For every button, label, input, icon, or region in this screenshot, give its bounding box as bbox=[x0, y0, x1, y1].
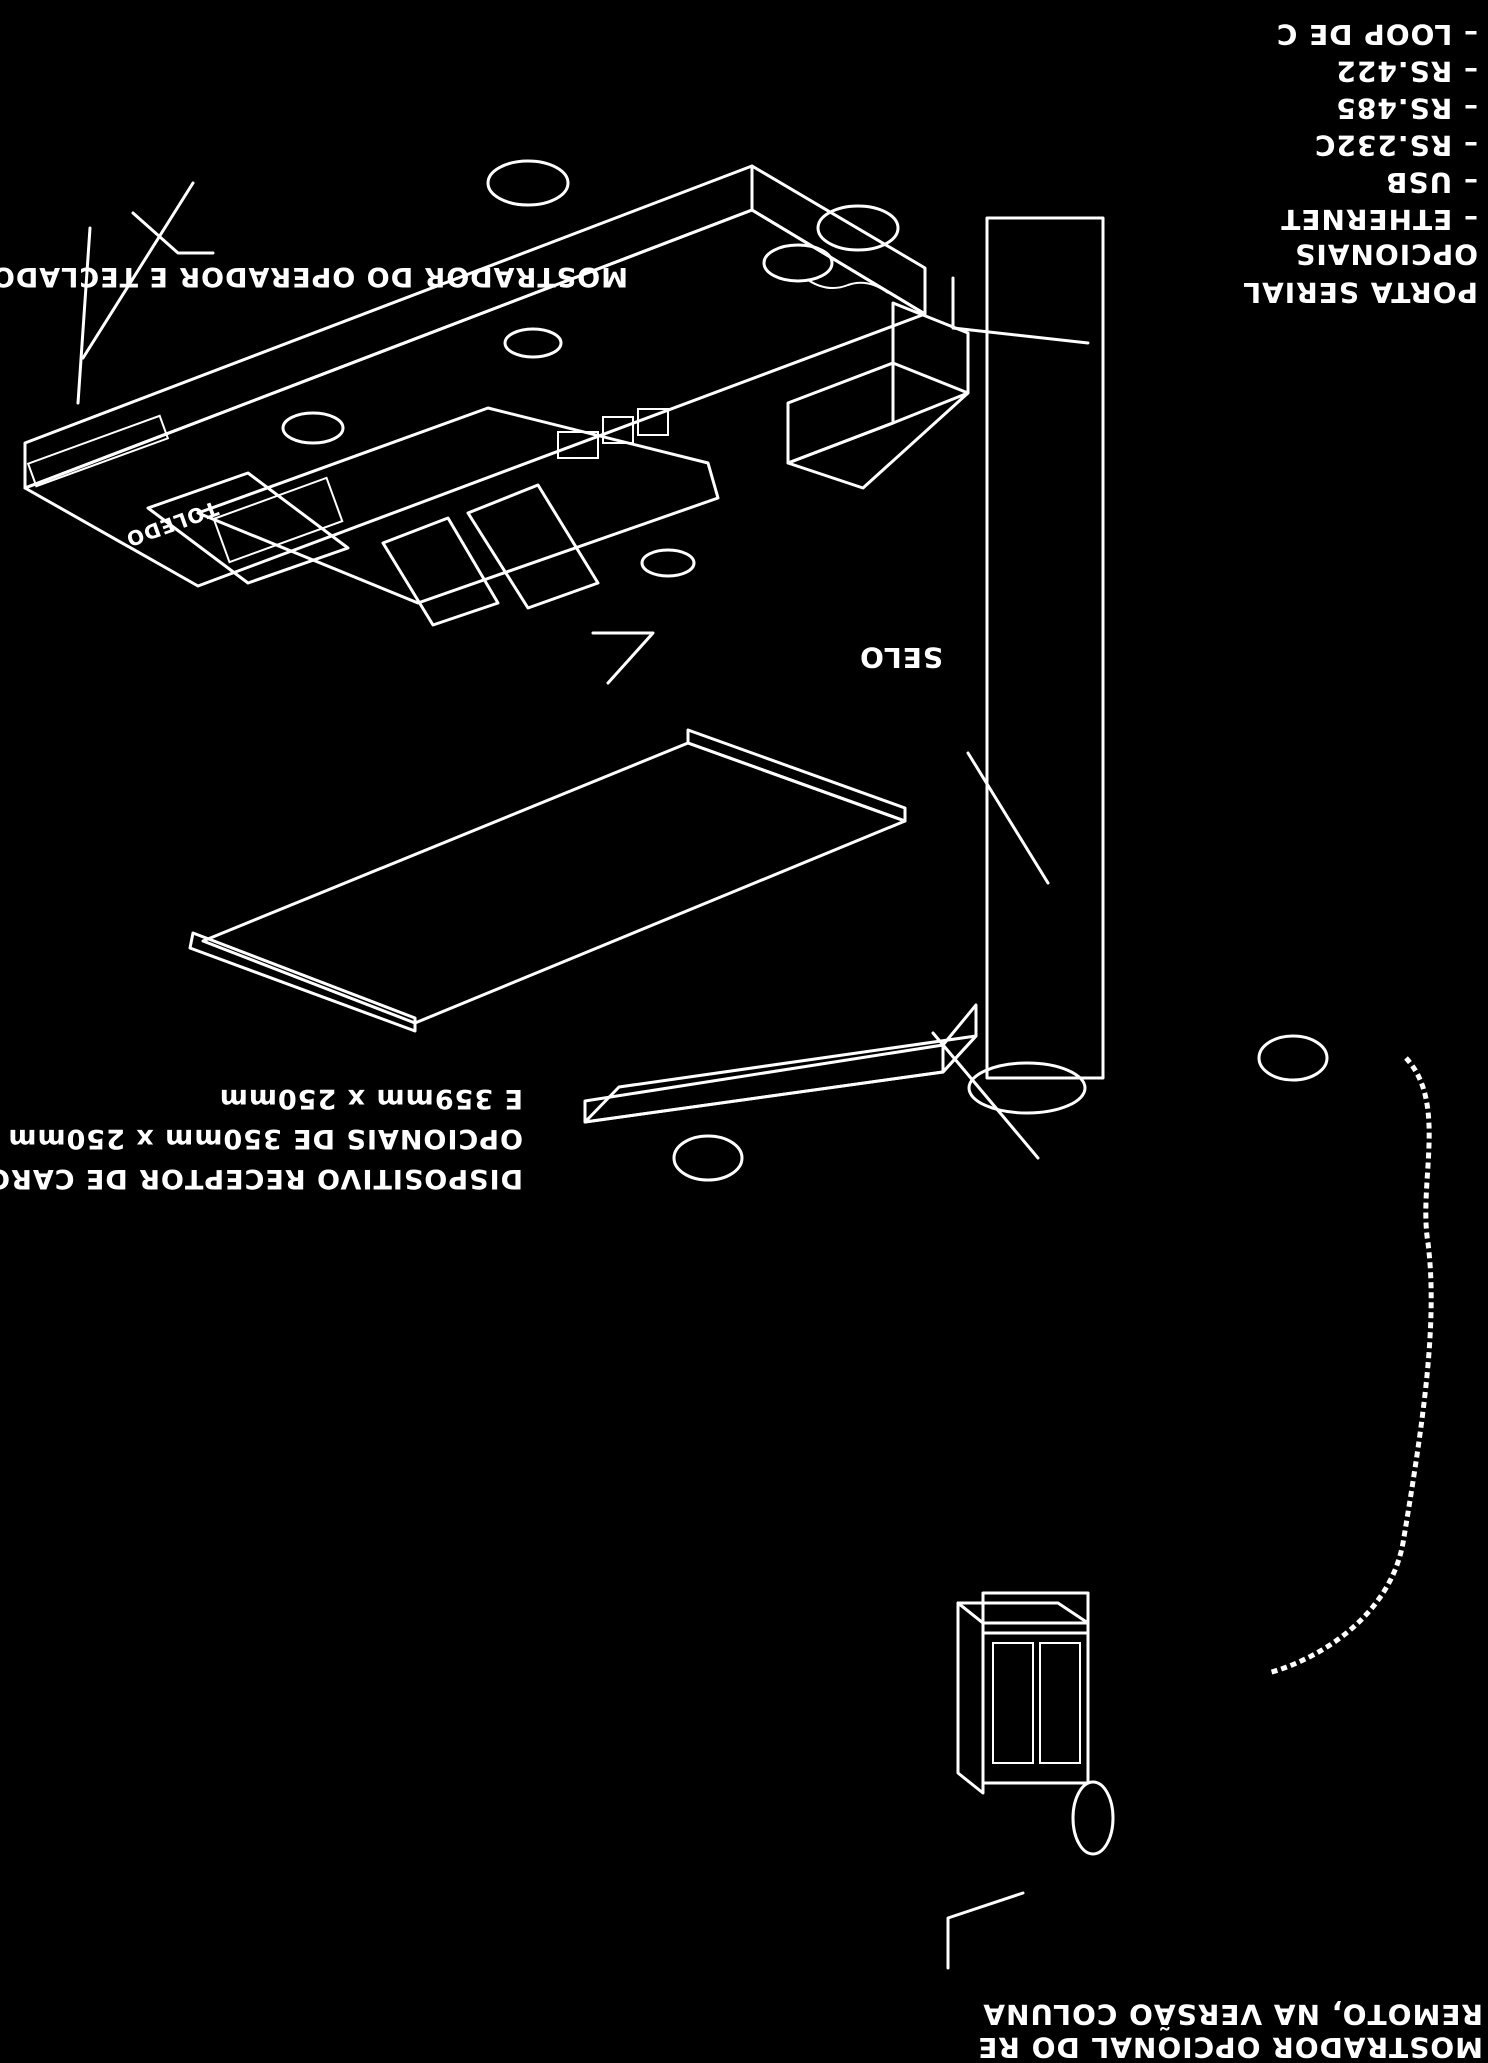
label-remote-display: MOSTRADOR OPCIONAL DO RE bbox=[977, 2031, 1483, 2063]
load-receptor-plate bbox=[188, 728, 907, 1033]
label-serial-option: – RS.485 bbox=[1335, 92, 1478, 125]
label-load-receptor: DISPOSITIVO RECEPTOR DE CARGA bbox=[0, 1163, 523, 1194]
label-serial-option: – RS.232C bbox=[1314, 129, 1478, 162]
label-serial-option: – USB bbox=[1385, 166, 1478, 199]
label-serial-option: – ETHERNET bbox=[1280, 203, 1478, 236]
remote-display bbox=[956, 1591, 1115, 1856]
label-serial-port: PORTA SERIAL bbox=[1242, 276, 1478, 309]
column-post bbox=[583, 216, 1329, 1182]
label-load-receptor: E 359mm x 250mm bbox=[219, 1083, 523, 1114]
leader-lines bbox=[76, 181, 1090, 1970]
serial-port-housing bbox=[486, 159, 970, 490]
signal-cable bbox=[1267, 1056, 1434, 1676]
scale-base bbox=[23, 164, 927, 588]
brand-logo-text: TOLEDO bbox=[122, 496, 221, 552]
label-remote-display: REMOTO, NA VERSÃO COLUNA bbox=[982, 1998, 1483, 2032]
label-load-receptor: OPCIONAIS DE 350mm x 250mm bbox=[7, 1123, 523, 1154]
label-serial-option: – RS.422 bbox=[1335, 55, 1478, 88]
label-operator-display: MOSTRADOR DO OPERADOR E TECLADO bbox=[0, 261, 628, 292]
label-serial-option: – LOOP DE C bbox=[1276, 18, 1478, 51]
label-seal: SELO bbox=[859, 641, 943, 674]
operator-panel bbox=[26, 406, 720, 627]
label-serial-optional: OPCIONAIS bbox=[1294, 238, 1478, 271]
